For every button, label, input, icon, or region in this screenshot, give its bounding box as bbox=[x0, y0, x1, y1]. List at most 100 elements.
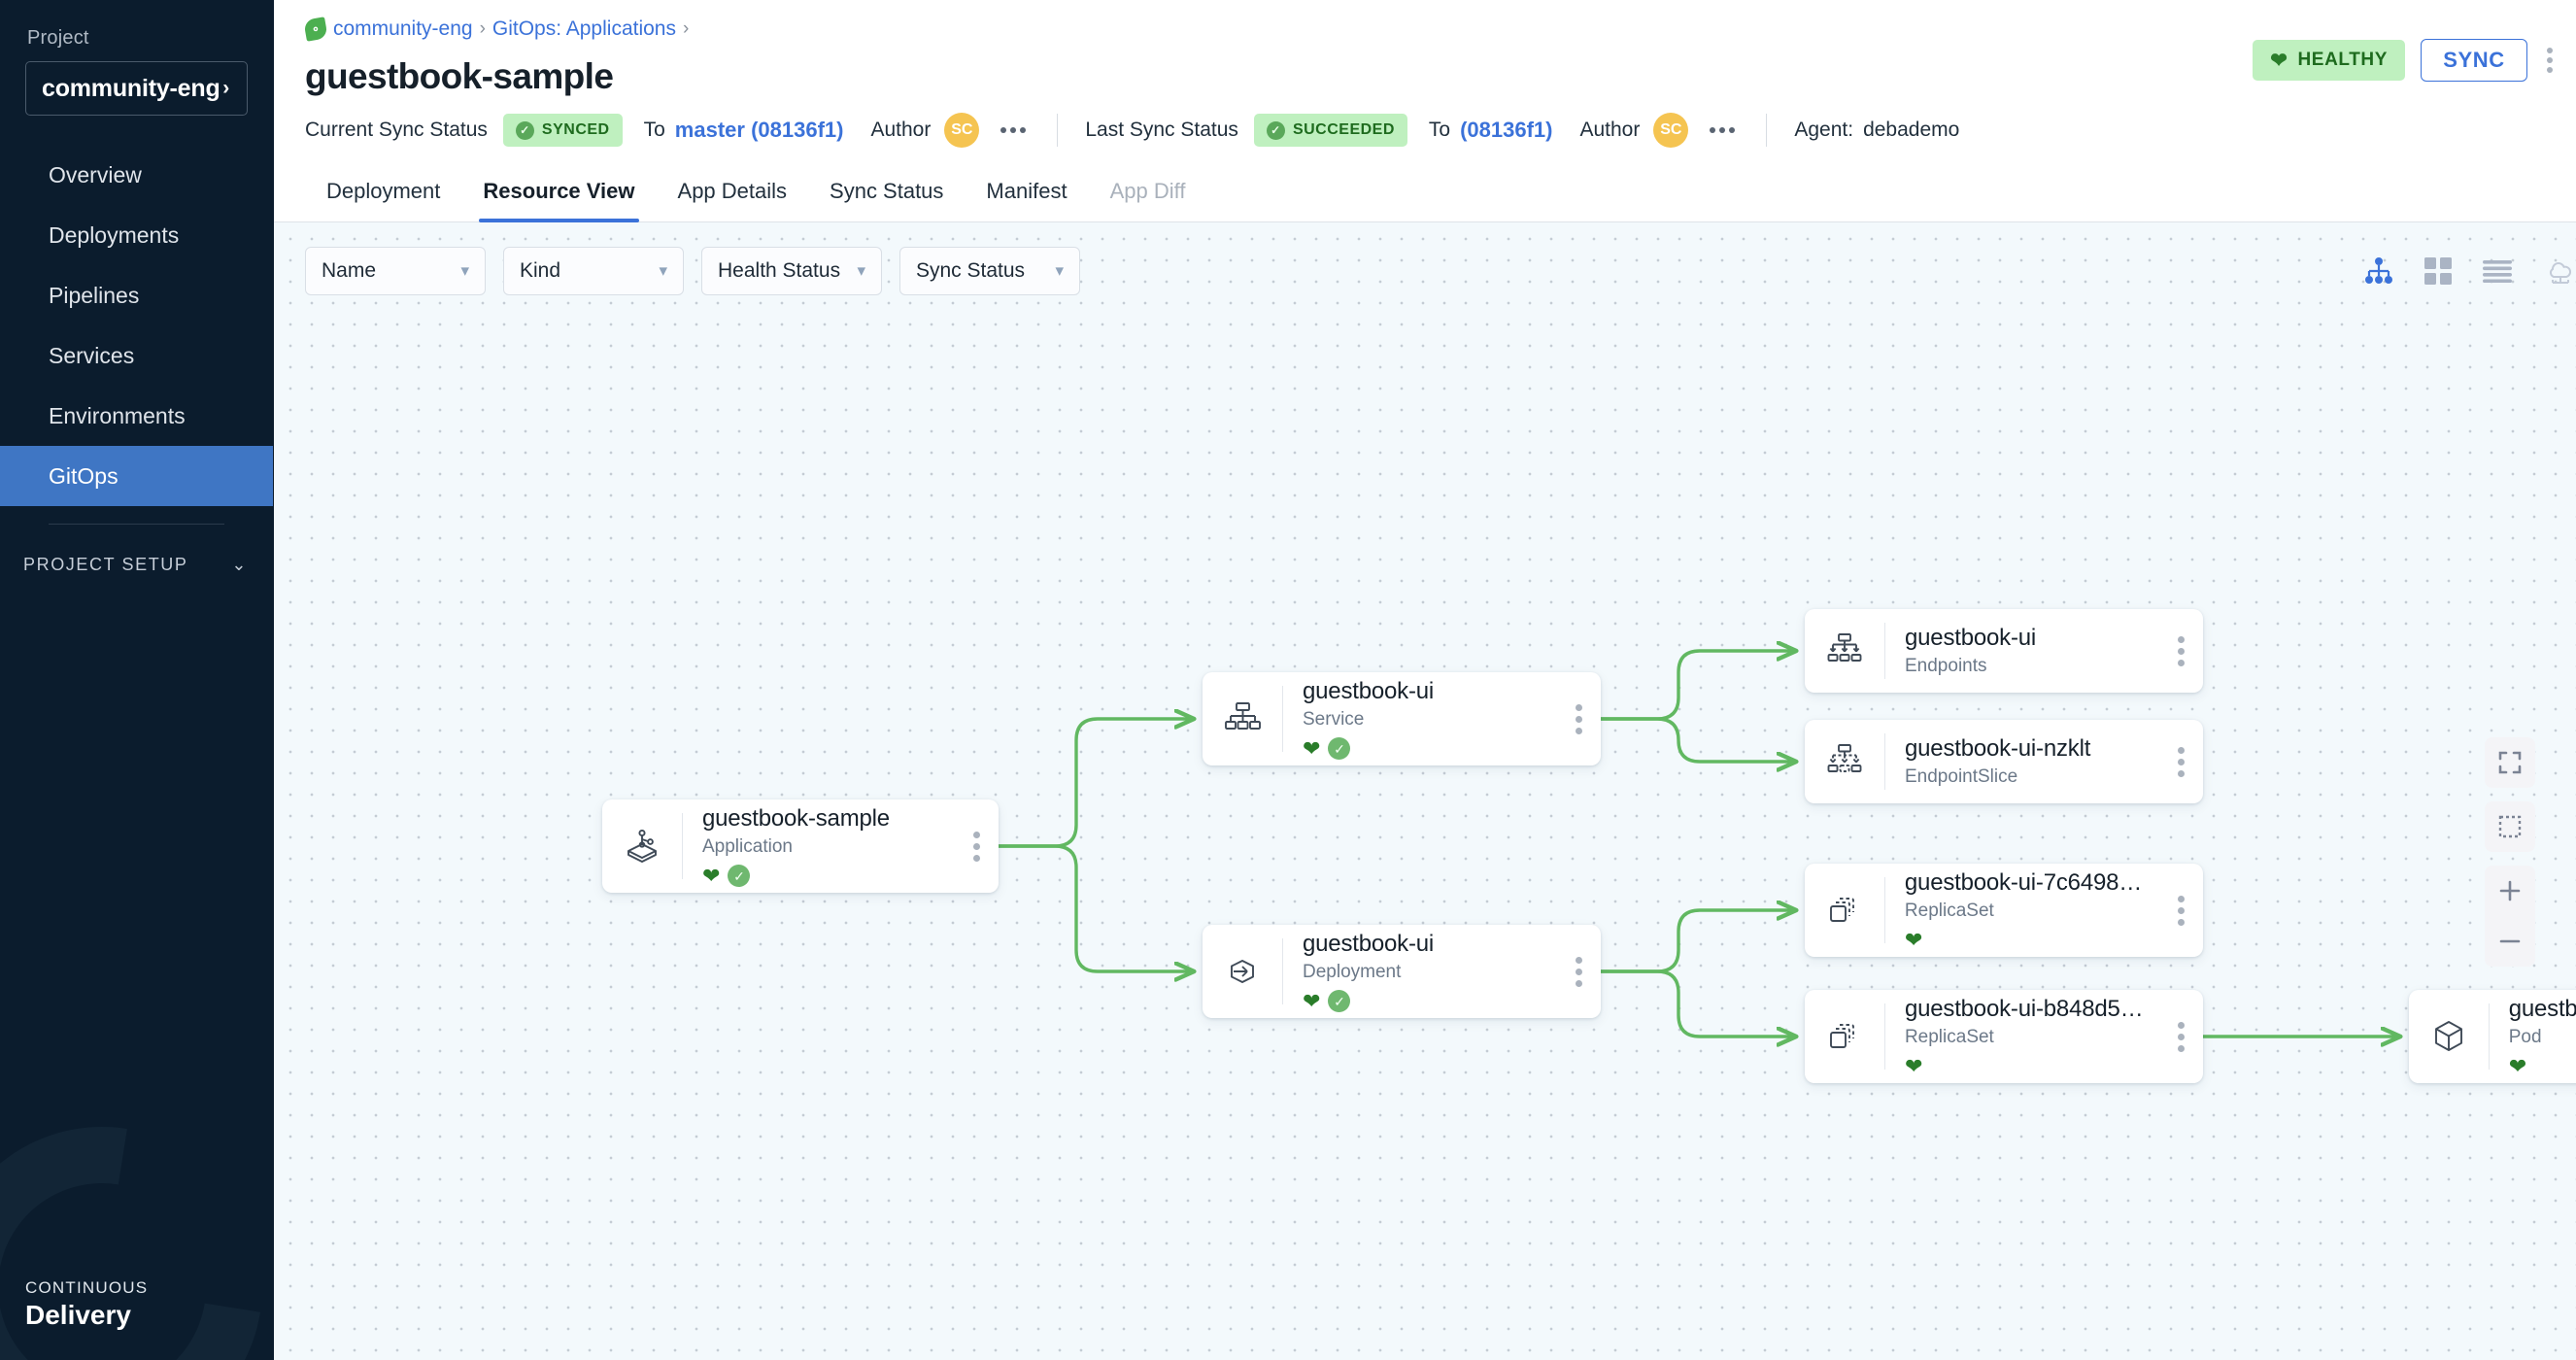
zoom-in-button[interactable] bbox=[2485, 866, 2535, 916]
list-view-icon[interactable] bbox=[2483, 259, 2512, 283]
app-overflow-menu-button[interactable] bbox=[2543, 42, 2557, 79]
breadcrumb-item-applications[interactable]: GitOps: Applications bbox=[491, 17, 676, 40]
selection-box-button[interactable] bbox=[2485, 801, 2535, 852]
last-revision-link[interactable]: (08136f1) bbox=[1460, 118, 1553, 142]
resource-node-menu-button[interactable] bbox=[2158, 895, 2203, 926]
resource-node-status: ❤✓ bbox=[1303, 737, 1542, 761]
resource-edges bbox=[997, 222, 2576, 1360]
resource-node-kind: Deployment bbox=[1303, 961, 1402, 982]
project-selector[interactable]: community-eng › bbox=[25, 61, 248, 116]
breadcrumb-item-project[interactable]: community-eng bbox=[333, 17, 473, 40]
brand-logo-line2: Delivery bbox=[25, 1300, 131, 1330]
dot bbox=[2547, 48, 2553, 53]
resource-node-name: guestbook-ui bbox=[1905, 625, 2037, 651]
sidebar-section-label: PROJECT SETUP bbox=[23, 554, 188, 574]
project-label: Project bbox=[27, 27, 89, 49]
fit-to-screen-button[interactable] bbox=[2485, 737, 2535, 788]
sidebar-item-environments[interactable]: Environments bbox=[49, 402, 186, 428]
dot bbox=[1575, 715, 1582, 723]
last-sync-overflow-button[interactable] bbox=[1706, 119, 1739, 141]
chevron-down-icon: ▾ bbox=[659, 261, 667, 280]
current-sync-overflow-button[interactable] bbox=[997, 119, 1030, 141]
grid-view-icon[interactable] bbox=[2424, 257, 2452, 285]
sidebar-item-pipelines[interactable]: Pipelines bbox=[49, 282, 140, 308]
heart-icon: ❤ bbox=[2270, 49, 2288, 72]
resource-node-status: ❤✓ bbox=[702, 865, 940, 888]
resource-node-menu-button[interactable] bbox=[2158, 1021, 2203, 1052]
tab-resource-view[interactable]: Resource View bbox=[461, 165, 656, 222]
tab-bar: Deployment Resource View App Details Syn… bbox=[274, 165, 2576, 222]
agent-label: Agent: bbox=[1794, 119, 1854, 141]
agent-value: debademo bbox=[1863, 119, 1960, 141]
status-divider-2 bbox=[1766, 114, 1768, 147]
tab-app-diff: App Diff bbox=[1109, 179, 1186, 203]
filter-sync-status[interactable]: Sync Status ▾ bbox=[899, 247, 1080, 295]
filter-health-status[interactable]: Health Status ▾ bbox=[701, 247, 882, 295]
dot bbox=[1575, 703, 1582, 711]
resource-node-pod[interactable]: guestbook-ui-b848d5d9…Pod❤ bbox=[2409, 990, 2576, 1083]
resource-node-menu-button[interactable] bbox=[1556, 956, 1601, 987]
dot bbox=[1575, 979, 1582, 987]
network-view-icon[interactable] bbox=[2543, 256, 2576, 286]
tab-sync-status[interactable]: Sync Status bbox=[830, 179, 944, 203]
dot bbox=[2177, 918, 2185, 926]
sidebar-item-gitops[interactable]: GitOps bbox=[0, 446, 273, 506]
tab-manifest[interactable]: Manifest bbox=[986, 179, 1068, 203]
filter-health-status-label: Health Status bbox=[718, 259, 841, 282]
sidebar-item-overview[interactable]: Overview bbox=[49, 161, 142, 187]
dot bbox=[2177, 746, 2185, 754]
filter-kind[interactable]: Kind ▾ bbox=[503, 247, 684, 295]
health-status-label: HEALTHY bbox=[2297, 50, 2388, 70]
current-sync-status-value: SYNCED bbox=[541, 121, 610, 138]
tab-app-details[interactable]: App Details bbox=[677, 179, 788, 203]
filter-name[interactable]: Name ▾ bbox=[305, 247, 486, 295]
resource-node-name: guestbook-ui-nzklt bbox=[1905, 735, 2091, 762]
tree-view-icon[interactable] bbox=[2364, 257, 2393, 285]
status-divider bbox=[1057, 114, 1059, 147]
dot bbox=[972, 842, 980, 850]
resource-node-menu-button[interactable] bbox=[954, 831, 999, 862]
zoom-out-button[interactable] bbox=[2485, 916, 2535, 967]
replicaset-icon bbox=[1805, 1016, 1884, 1057]
resource-graph-canvas[interactable]: Name ▾ Kind ▾ Health Status ▾ Sync Statu… bbox=[274, 222, 2576, 1360]
resource-node-name: guestbook-ui bbox=[1303, 930, 1435, 957]
sync-button[interactable]: SYNC bbox=[2421, 39, 2527, 82]
sidebar-item-deployments[interactable]: Deployments bbox=[49, 221, 180, 248]
last-author-label: Author bbox=[1579, 119, 1641, 141]
node-divider bbox=[1282, 686, 1283, 752]
app-header: ∘ community-eng › GitOps: Applications ›… bbox=[274, 0, 2576, 222]
page-title: guestbook-sample bbox=[305, 56, 614, 96]
dot bbox=[2177, 1033, 2185, 1040]
heart-icon: ❤ bbox=[702, 863, 721, 888]
dot bbox=[1020, 127, 1027, 133]
check-circle-icon: ✓ bbox=[1266, 120, 1285, 140]
dot bbox=[1729, 127, 1736, 133]
current-revision-link[interactable]: master (08136f1) bbox=[674, 118, 844, 142]
sidebar-section-project-setup[interactable]: PROJECT SETUP ⌄ bbox=[0, 542, 273, 587]
filter-sync-status-label: Sync Status bbox=[916, 259, 1026, 282]
resource-node-kind: ReplicaSet bbox=[1904, 1026, 1994, 1047]
resource-node-kind: Endpoints bbox=[1905, 656, 1987, 676]
project-selector-value: community-eng bbox=[42, 74, 220, 102]
breadcrumb-separator: › bbox=[479, 18, 486, 39]
check-circle-icon: ✓ bbox=[1328, 990, 1351, 1012]
resource-node-menu-button[interactable] bbox=[2158, 746, 2203, 777]
tab-deployment[interactable]: Deployment bbox=[326, 179, 441, 203]
check-circle-icon: ✓ bbox=[728, 865, 751, 887]
resource-node-menu-button[interactable] bbox=[1556, 703, 1601, 734]
last-sync-status-label: Last Sync Status bbox=[1085, 119, 1238, 141]
resource-node-menu-button[interactable] bbox=[2158, 635, 2203, 666]
current-sync-status-chip: ✓ SYNCED bbox=[502, 114, 623, 147]
dot bbox=[2547, 67, 2553, 73]
heart-icon: ❤ bbox=[1303, 988, 1321, 1013]
sidebar-item-services[interactable]: Services bbox=[49, 342, 135, 368]
